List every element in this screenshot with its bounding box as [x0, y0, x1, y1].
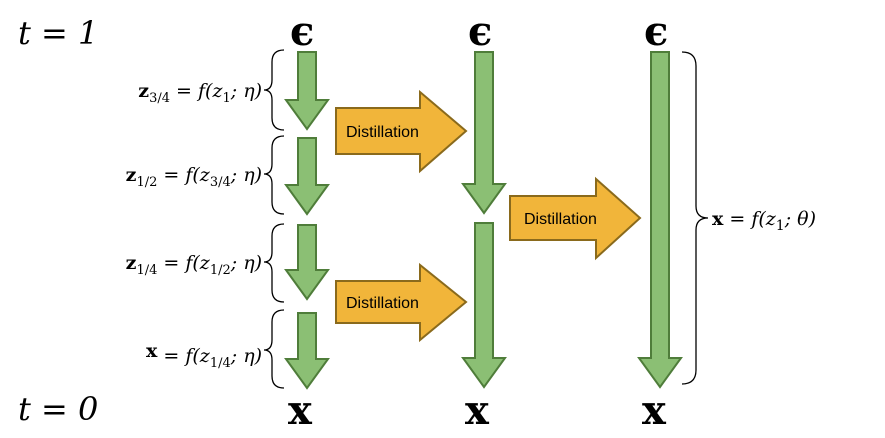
- noise-symbol-col3: ϵ: [644, 8, 668, 55]
- step-label-3: z1/4 = f(z1/2; η): [126, 252, 262, 278]
- distillation-arrow-3: Distillation: [509, 176, 642, 261]
- final-label: x = f(z1; θ): [712, 208, 816, 234]
- column-3-arrows: [637, 51, 683, 389]
- noise-symbol-col1: ϵ: [290, 8, 314, 55]
- column-1-arrows: [284, 51, 330, 390]
- step-labels: z3/4 = f(z1; η) z1/2 = f(z3/4; η) z1/4 =…: [126, 80, 262, 371]
- distillation-arrow-1: Distillation: [335, 89, 468, 174]
- distillation-label-3: Distillation: [524, 211, 597, 228]
- step-arrow-7: [637, 51, 683, 389]
- step-arrow-3: [284, 224, 330, 301]
- noise-symbol-col2: ϵ: [468, 8, 492, 55]
- data-symbol-col2: x: [465, 387, 490, 434]
- brace-2: [263, 135, 285, 215]
- step-label-2: z1/2 = f(z3/4; η): [126, 164, 262, 190]
- step-label-4: x = f(z1/4; η): [146, 340, 262, 371]
- brace-4: [263, 309, 285, 389]
- final-brace: [681, 51, 709, 385]
- column-2-arrows: [461, 51, 507, 389]
- data-symbol-col1: x: [288, 387, 313, 434]
- brace-1: [263, 49, 285, 131]
- step-arrow-5: [461, 51, 507, 215]
- distillation-label-1: Distillation: [346, 124, 419, 141]
- time-label-top: t = 1: [18, 14, 98, 52]
- distillation-label-2: Distillation: [346, 295, 419, 312]
- step-arrow-4: [284, 312, 330, 390]
- data-symbol-col3: x: [642, 387, 667, 434]
- distillation-arrow-2: Distillation: [335, 262, 468, 343]
- step-label-1: z3/4 = f(z1; η): [138, 80, 262, 106]
- brace-3: [263, 223, 285, 303]
- time-label-bottom: t = 0: [18, 390, 98, 428]
- step-arrow-2: [284, 137, 330, 216]
- step-arrow-6: [461, 222, 507, 389]
- step-arrow-1: [284, 51, 330, 131]
- step-braces: [263, 49, 285, 389]
